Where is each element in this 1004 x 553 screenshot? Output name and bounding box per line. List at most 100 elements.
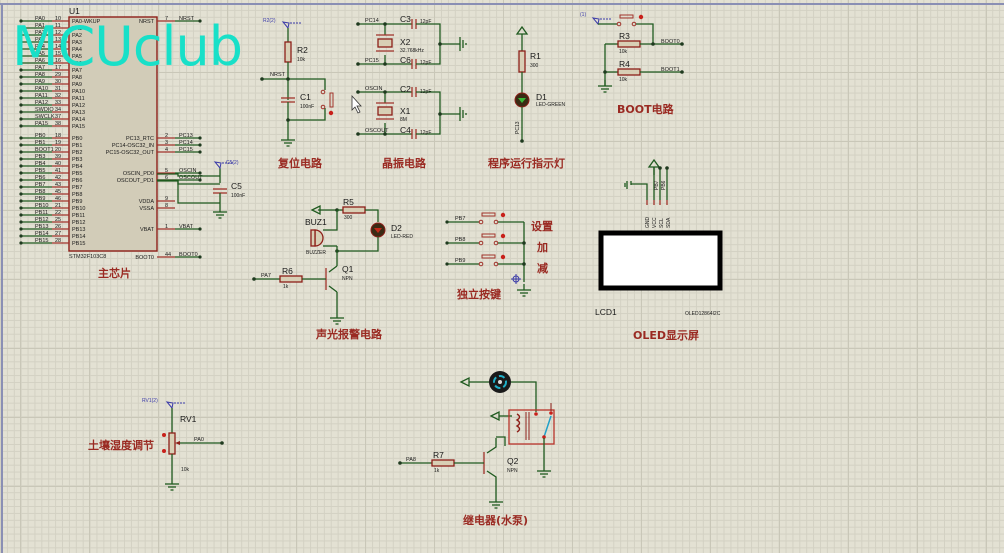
c3-ref: C3 [400,14,411,24]
pin-name: PA5 [72,54,82,60]
pin-name: PB13 [72,227,85,233]
push-button-1[interactable]: PB7 [445,212,524,225]
pin-number: 4 [165,147,168,153]
push-button-3[interactable]: PB9 [445,254,524,267]
pin-net-label: PB6 [35,175,45,181]
alarm-circuit[interactable]: R5 300 D2 LED-RED BUZ1 BUZZER PA7 R6 1k … [252,197,413,325]
crystal-circuit[interactable]: PC14 PC15 X2 32.768kHz C3 12pF C6 12pF O… [356,14,467,139]
r5-ref: R5 [343,197,354,207]
resistor-r3[interactable] [617,40,641,48]
boot-button[interactable] [616,14,644,27]
crystal-x2[interactable] [377,38,393,48]
oled-screen[interactable] [598,230,723,291]
title-oled: OLED显示屏 [633,329,699,342]
resistor-r7[interactable] [431,459,455,467]
pin-number: 31 [55,86,61,92]
resistor-r4[interactable] [617,68,641,76]
watermark-text: MCUclub [12,15,243,78]
reset-circuit[interactable]: R2(2) R2 10k NRST C1 100nF [260,18,334,147]
key-label-set: 设置 [531,219,553,233]
relay-box[interactable] [508,409,555,445]
pin-number: 43 [55,182,61,188]
pin-name: PA15 [72,124,85,130]
pin-net-label: PB8 [35,189,45,195]
resistor-r2[interactable] [284,41,292,63]
potentiometer-circuit[interactable]: RV1(2) PA0 RV1 10k [142,398,224,491]
oled-pin-scl: SCL [659,218,665,228]
mcu-ref: U1 [69,6,80,16]
pin-net-label: PC15 [179,147,193,153]
capacitor-c5[interactable]: C5(2) C5 100nF [157,160,245,219]
boot-circuit[interactable]: (1) R3 10k BOOT0 R4 10k BOOT1 [580,12,684,93]
c5-value: 100nF [231,193,245,199]
potentiometer-rv1[interactable] [168,432,176,455]
pin-net-label: NRST [179,16,195,22]
pin-number: 25 [55,217,61,223]
crystal-x1[interactable] [377,106,393,116]
oled-part: OLED12864I2C [685,311,721,317]
relay-circuit[interactable]: PA8 R7 1k Q2 NPN [398,371,555,509]
push-button-2[interactable]: PB8 [445,233,524,246]
pin-name: PB8 [72,192,82,198]
buzzer-buz1[interactable] [314,229,324,247]
pin-number: 3 [165,140,168,146]
q2-ref: Q2 [507,456,519,466]
resistor-r6[interactable] [279,275,303,283]
motor-pump[interactable] [489,371,511,393]
resistor-r1[interactable] [518,50,526,73]
reset-button[interactable] [320,89,334,116]
pin-net-label: PC13 [179,133,193,139]
pin-net-label: VBAT [179,224,194,230]
resistor-r5[interactable] [342,206,366,214]
led-indicator-circuit[interactable]: R1 300 D1 LED-GREEN PC13 [514,26,566,143]
title-alarm: 声光报警电路 [315,327,383,341]
mcu-body[interactable] [68,16,158,252]
